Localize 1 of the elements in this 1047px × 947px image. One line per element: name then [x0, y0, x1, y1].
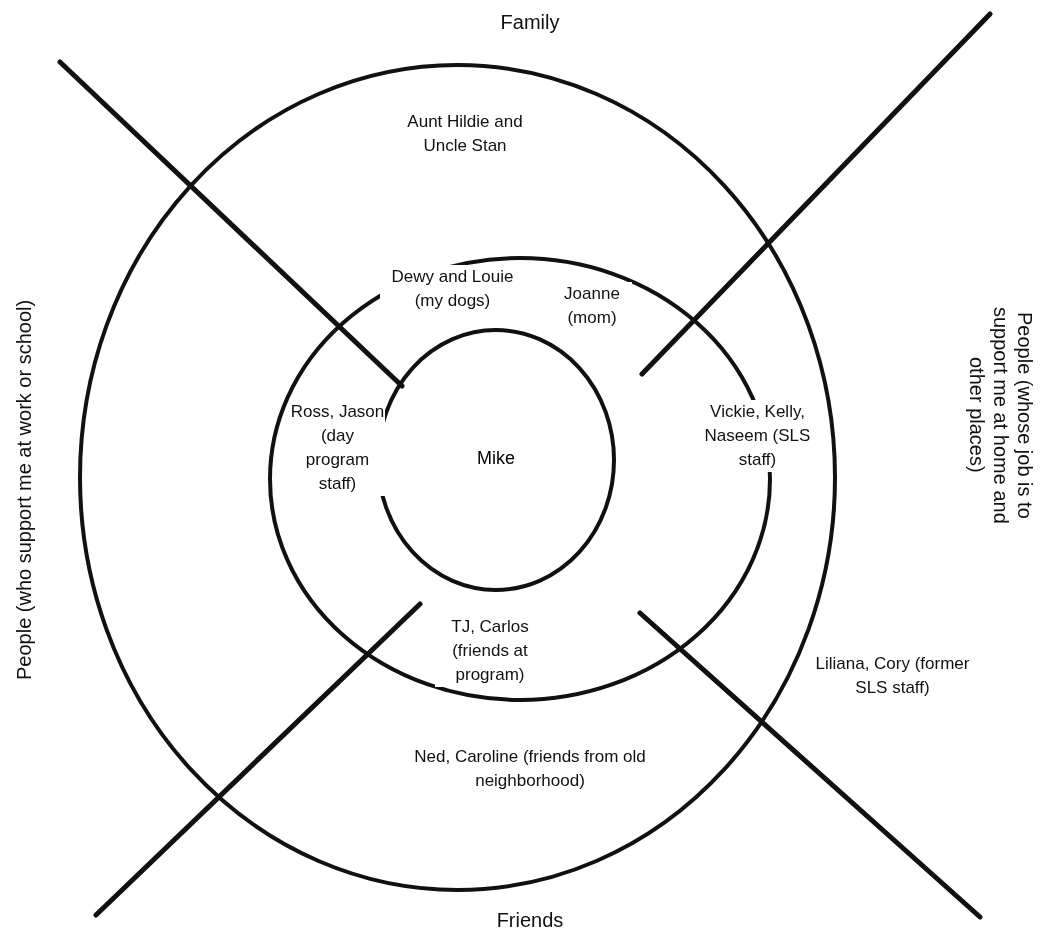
name-label: Mike: [476, 448, 516, 469]
